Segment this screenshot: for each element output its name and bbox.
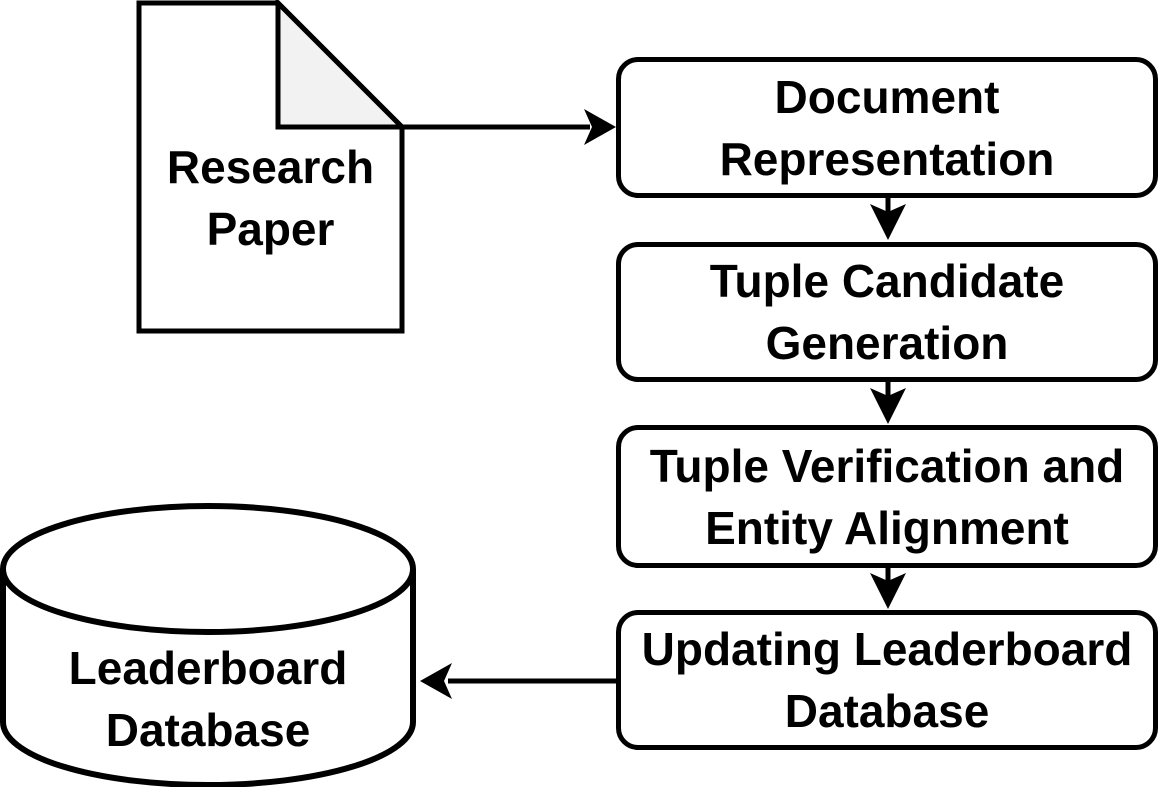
process-box-tuple-verification-entity-alignment: Tuple Verification and Entity Alignment [616, 425, 1158, 568]
process-box-document-representation-line1: Document [774, 70, 1000, 123]
process-box-tuple-candidate-generation-line1: Tuple Candidate [709, 255, 1065, 307]
leaderboard-database-label-line1: Leaderboard [68, 642, 348, 694]
process-box-document-representation: Document Representation [616, 57, 1158, 198]
process-box-updating-leaderboard-database-line1: Updating Leaderboard [641, 623, 1133, 675]
arrow-representation-to-candidate [870, 198, 906, 240]
research-paper-label: Research Paper [139, 136, 402, 260]
arrow-paper-to-document-representation [402, 109, 616, 145]
document-fold-corner-icon [275, 0, 409, 130]
process-box-updating-leaderboard-database: Updating Leaderboard Database [616, 610, 1158, 750]
process-box-updating-leaderboard-database-line2: Database [784, 685, 990, 737]
leaderboard-database-label: Leaderboard Database [3, 637, 413, 761]
research-paper-label-line2: Paper [206, 203, 335, 255]
arrow-candidate-to-verification [870, 382, 906, 424]
arrow-updating-to-database [420, 663, 616, 699]
process-box-tuple-candidate-generation: Tuple Candidate Generation [616, 242, 1158, 382]
leaderboard-database-label-line2: Database [105, 704, 311, 756]
research-paper-label-line1: Research [166, 141, 375, 193]
process-box-document-representation-line2: Representation [719, 132, 1055, 185]
process-box-tuple-verification-entity-alignment-line1: Tuple Verification and [649, 439, 1125, 492]
process-box-tuple-candidate-generation-line2: Generation [765, 317, 1009, 369]
database-cylinder-top [0, 503, 416, 635]
process-box-tuple-verification-entity-alignment-line2: Entity Alignment [705, 501, 1069, 554]
arrow-verification-to-updating [870, 568, 906, 609]
